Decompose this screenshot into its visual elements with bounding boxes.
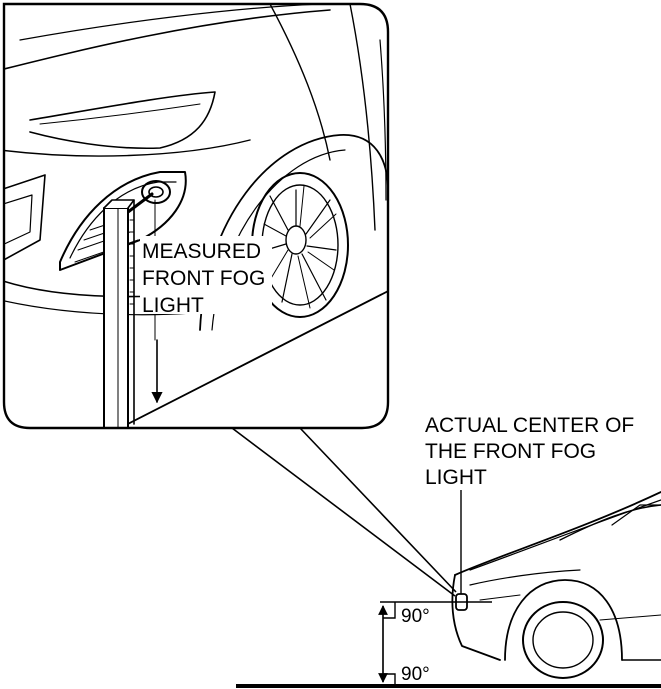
angle-label-lower: 90° — [401, 664, 430, 685]
actual-center-label-line-3: LIGHT — [425, 466, 487, 489]
measured-label-line-3: LIGHT — [142, 294, 204, 317]
actual-center-label-line-2: THE FRONT FOG — [425, 440, 596, 463]
actual-center-label-line-1: ACTUAL CENTER OF — [425, 414, 634, 437]
height-dimension — [378, 602, 396, 686]
callout-leader-lines — [231, 427, 457, 597]
measured-label-line-1: MEASURED — [142, 240, 261, 263]
measured-label-line-2: FRONT FOG — [142, 267, 265, 290]
measured-label-backdrop — [140, 236, 272, 314]
car-front-view — [451, 491, 661, 679]
callout-bubble — [2, 2, 390, 430]
angle-label-upper: 90° — [401, 606, 430, 627]
magnified-fog-light-view — [4, 4, 388, 428]
